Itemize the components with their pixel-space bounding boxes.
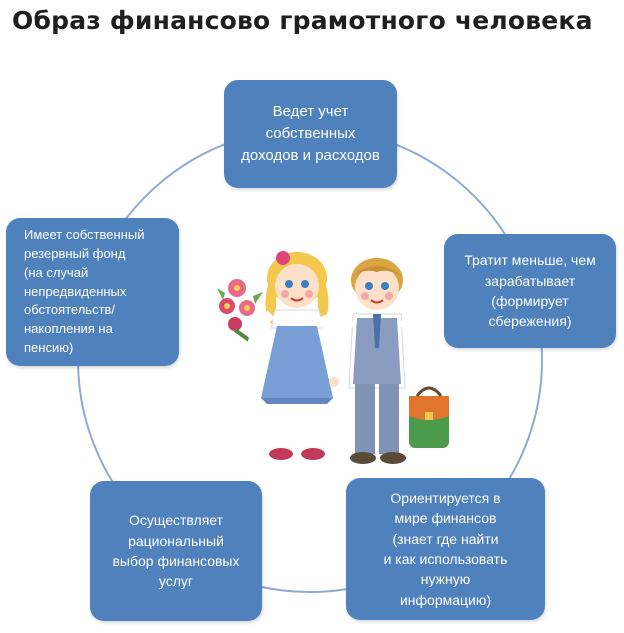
box-reserve-fund-text: Имеет собственный резервный фонд (на слу… — [24, 227, 145, 356]
boy-figure — [328, 258, 449, 464]
box-spend-less: Тратит меньше, чем зарабатывает (формиру… — [444, 234, 616, 348]
box-rational-choice: Осуществляет рациональный выбор финансов… — [90, 481, 262, 621]
box-spend-less-text: Тратит меньше, чем зарабатывает (формиру… — [464, 252, 596, 330]
box-reserve-fund: Имеет собственный резервный фонд (на слу… — [6, 218, 179, 366]
box-accounting-text: Ведет учет собственных доходов и расходо… — [241, 103, 380, 164]
page-title: Образ финансово грамотного человека — [12, 6, 593, 35]
children-icon — [217, 251, 449, 464]
box-rational-choice-text: Осуществляет рациональный выбор финансов… — [112, 512, 240, 590]
box-accounting: Ведет учет собственных доходов и расходо… — [224, 80, 397, 188]
girl-figure — [217, 251, 341, 460]
box-financial-orientation: Ориентируется в мире финансов (знает где… — [346, 478, 545, 620]
box-financial-orientation-text: Ориентируется в мире финансов (знает где… — [383, 490, 508, 608]
